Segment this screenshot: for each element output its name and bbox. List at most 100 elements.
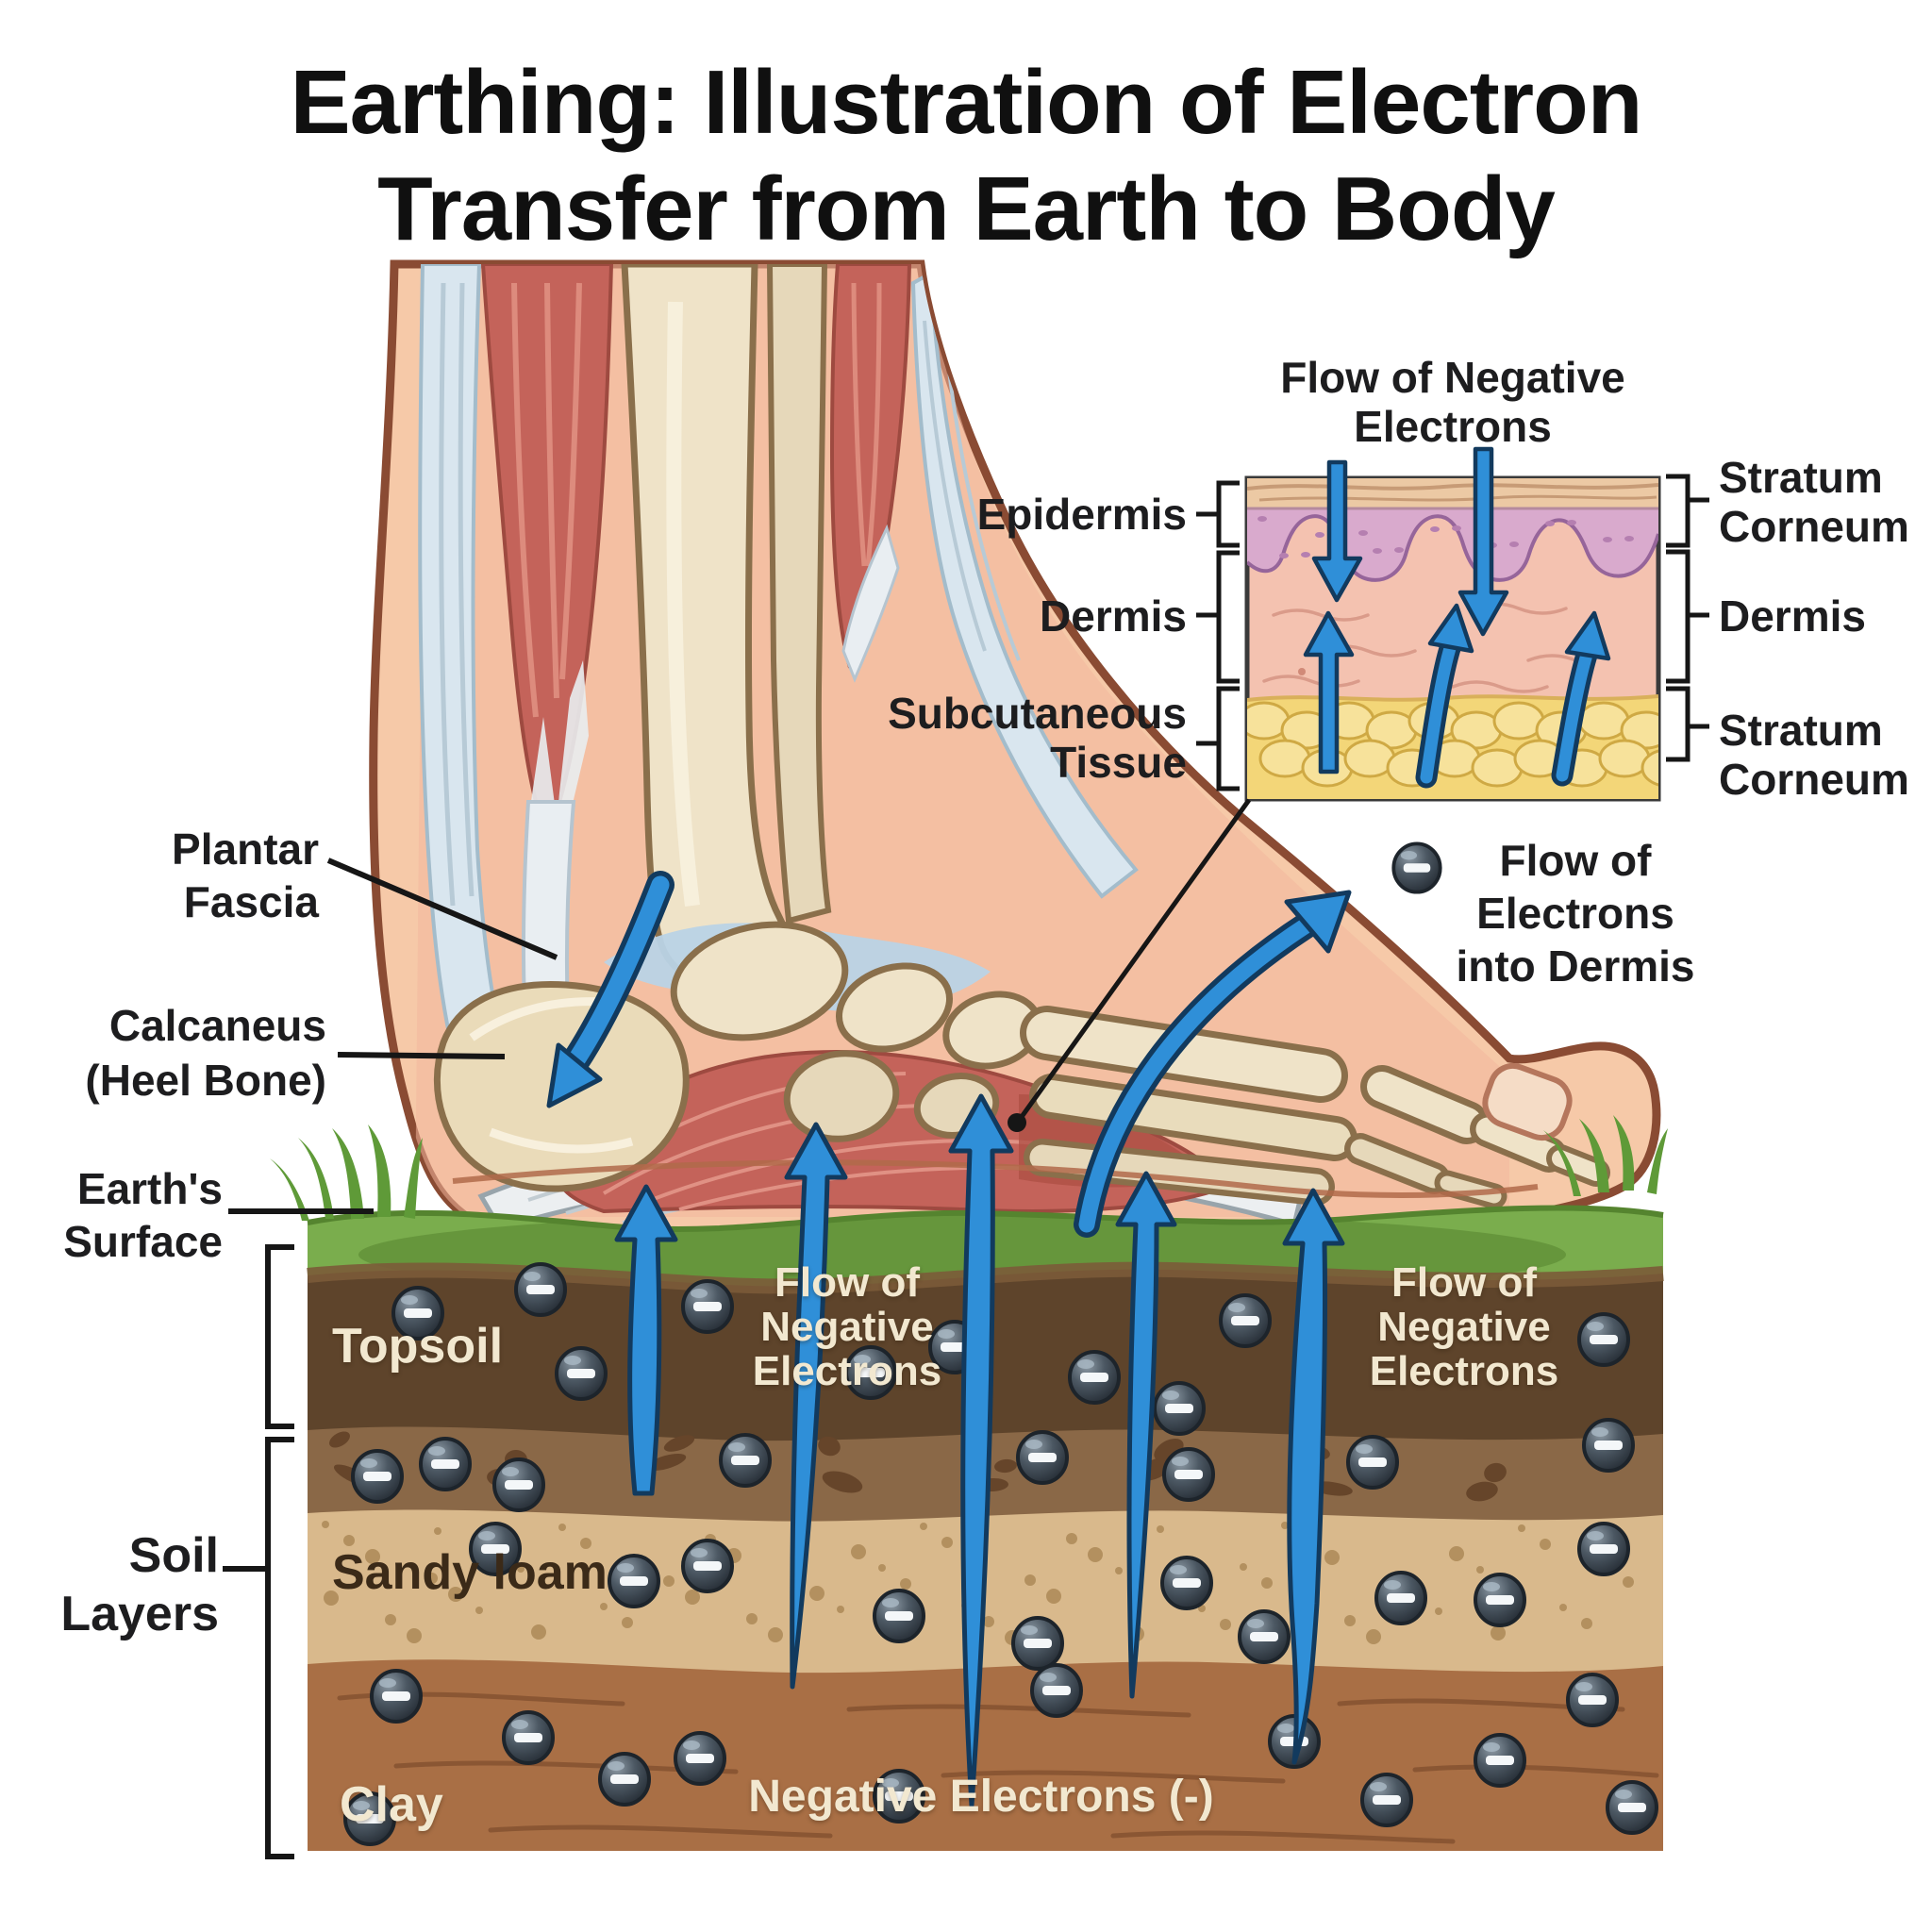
soil-arrow-1 — [614, 1184, 678, 1496]
flow-right-line1: Flow of — [1391, 1259, 1537, 1306]
electron-icon — [674, 1731, 726, 1786]
flow-into-dermis-line1: Flow of — [1499, 836, 1652, 885]
electron-icon — [1582, 1418, 1635, 1473]
soil-layers-line2: Layers — [60, 1587, 219, 1641]
calcaneus-line2: (Heel Bone) — [85, 1056, 326, 1105]
label-stratum-bottom-line1: Stratum — [1719, 706, 1883, 755]
title-line-2: Transfer from Earth to Body — [377, 158, 1556, 260]
label-clay: Clay — [340, 1777, 443, 1832]
inset-top-label: Flow of Negative Electrons — [1189, 353, 1717, 451]
calcaneus-line1: Calcaneus — [108, 1001, 326, 1050]
label-earths-surface: Earth's Surface — [38, 1162, 223, 1268]
heel-arrow — [546, 871, 675, 1108]
soil-layers-bracket — [265, 1437, 294, 1859]
title-line-1: Earthing: Illustration of Electron — [290, 52, 1643, 153]
electron-icon — [1016, 1430, 1069, 1485]
foot-cross-section — [369, 259, 1661, 1247]
electron-icon — [681, 1539, 734, 1593]
electron-icon — [492, 1457, 545, 1512]
label-dermis-right: Dermis — [1719, 591, 1866, 641]
electron-icon — [502, 1710, 555, 1765]
label-epidermis: Epidermis — [976, 490, 1187, 539]
flow-left-line1: Flow of — [774, 1259, 920, 1306]
inset-left-bracket-epidermis — [1216, 480, 1240, 548]
label-flow-negative-right: Flow of Negative Electrons — [1351, 1260, 1577, 1393]
electron-icon — [370, 1669, 423, 1724]
flow-right-line2: Negative — [1377, 1304, 1551, 1350]
inset-callout-dot — [1008, 1113, 1026, 1132]
clay-layer — [308, 1659, 1663, 1851]
toenail — [1482, 1062, 1573, 1141]
plantar-fascia-line1: Plantar — [172, 824, 319, 874]
fibula-bone — [766, 264, 832, 924]
plantar-fascia-line2: Fascia — [183, 877, 319, 926]
label-stratum-corneum-top: Stratum Corneum — [1719, 453, 1909, 551]
electron-icon — [681, 1279, 734, 1334]
inset-left-bracket-dermis — [1216, 550, 1240, 684]
inset-up-arrow-1 — [1303, 610, 1355, 774]
label-subcutaneous-line1: Subcutaneous — [888, 689, 1187, 738]
electron-icon — [1474, 1733, 1526, 1788]
electron-icon — [1360, 1773, 1413, 1827]
flow-left-line2: Negative — [760, 1304, 934, 1350]
electron-icon — [1346, 1435, 1399, 1490]
label-stratum-top-line2: Corneum — [1719, 502, 1909, 551]
inset-down-arrow-2 — [1457, 446, 1509, 637]
soil-arrow-2 — [784, 1122, 848, 1690]
electron-icon — [598, 1752, 651, 1807]
label-stratum-top-line1: Stratum — [1719, 453, 1883, 502]
electron-icon — [1160, 1556, 1213, 1610]
electrons-layer — [343, 841, 1658, 1846]
inset-top-label-line1: Flow of Negative — [1280, 353, 1625, 402]
inset-right-bracket-top — [1666, 474, 1690, 548]
skin-inset — [1244, 446, 1661, 802]
electron-icon — [719, 1433, 772, 1488]
soil-layers-line1: Soil — [128, 1528, 219, 1583]
plantar-fascia-callout — [326, 858, 558, 960]
electron-icon — [1068, 1350, 1121, 1405]
flow-into-dermis-line2: Electrons — [1476, 889, 1674, 938]
inset-arrows — [1303, 446, 1509, 774]
inset-right-bracket-dermis — [1666, 549, 1690, 684]
electron-icon — [514, 1262, 567, 1317]
electron-icon — [608, 1554, 660, 1608]
label-subcutaneous: Subcutaneous Tissue — [877, 689, 1187, 787]
calcaneus-callout — [337, 1052, 506, 1059]
earths-surface-line1: Earth's — [76, 1164, 223, 1213]
grass-tuft-right — [1543, 1115, 1668, 1196]
soil-arrow-4 — [1115, 1171, 1177, 1699]
electron-icon — [1374, 1571, 1427, 1625]
inset-curved-up-arrows — [1415, 603, 1611, 789]
electron-icon — [1162, 1447, 1215, 1502]
electron-icon — [1219, 1293, 1272, 1348]
inset-down-arrow-1 — [1311, 459, 1363, 603]
label-plantar-fascia: Plantar Fascia — [113, 823, 319, 928]
label-subcutaneous-line2: Tissue — [1050, 738, 1187, 787]
electron-icon — [1566, 1673, 1619, 1727]
earths-surface-line2: Surface — [63, 1217, 223, 1266]
electron-icon — [343, 1791, 396, 1846]
electron-icon — [1606, 1780, 1658, 1835]
electron-icon — [844, 1345, 897, 1400]
electron-icon — [1577, 1522, 1630, 1576]
inset-right-bracket-bottom — [1666, 686, 1690, 762]
electron-icon — [1577, 1312, 1630, 1367]
callout-lines — [223, 798, 1252, 1572]
inset-left-bracket-subcutaneous — [1216, 686, 1240, 791]
soil-arrow-5 — [1282, 1188, 1345, 1765]
electron-icon — [1238, 1609, 1291, 1664]
electron-icon — [351, 1449, 404, 1504]
topsoil-bracket — [265, 1244, 294, 1429]
brackets — [265, 474, 1709, 1859]
soil-arrow-3 — [948, 1093, 1014, 1808]
electron-icon — [469, 1522, 522, 1576]
label-stratum-corneum-bottom: Stratum Corneum — [1719, 706, 1909, 804]
electron-icon — [419, 1437, 472, 1491]
electron-icon — [1153, 1381, 1206, 1436]
inset-callout-line — [1016, 798, 1252, 1123]
label-topsoil: Topsoil — [332, 1319, 504, 1374]
label-negative-electrons: Negative Electrons (-) — [748, 1772, 1214, 1822]
flow-right-line3: Electrons — [1369, 1348, 1559, 1394]
grass-tuft-left — [270, 1124, 423, 1221]
